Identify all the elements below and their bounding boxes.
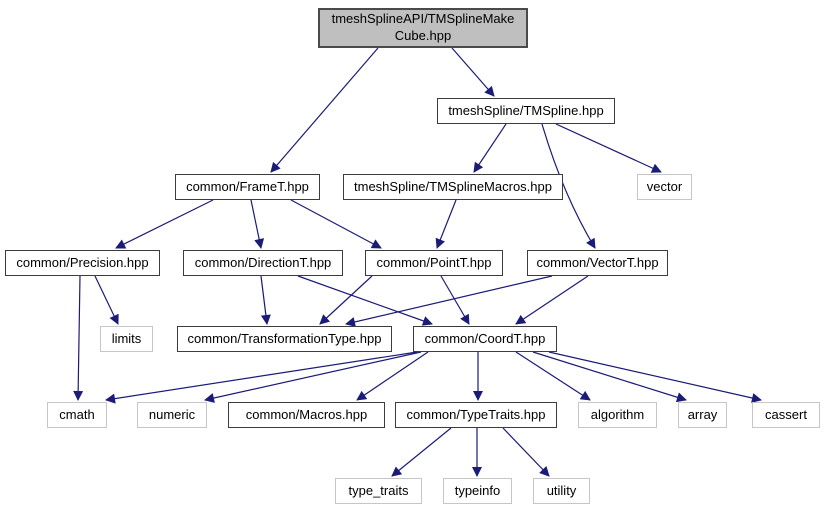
- edge-framet-directiont: [250, 199, 265, 249]
- edge-coordt-cassert: [548, 351, 762, 403]
- node-pointt[interactable]: common/PointT.hpp: [365, 250, 503, 276]
- node-utility: utility: [533, 478, 590, 504]
- edge-precision-cmath: [73, 275, 84, 401]
- node-cmath: cmath: [47, 402, 107, 428]
- node-typetraits[interactable]: common/TypeTraits.hpp: [395, 402, 557, 428]
- node-limits: limits: [100, 326, 153, 352]
- edge-tmspline-tmsplinemacros: [473, 123, 507, 173]
- node-framet[interactable]: common/FrameT.hpp: [175, 174, 320, 200]
- node-tmsplinemacros[interactable]: tmeshSpline/TMSplineMacros.hpp: [343, 174, 563, 200]
- edge-pointt-coordt: [440, 275, 470, 325]
- edge-makecube-framet: [270, 47, 379, 173]
- edge-typetraits-utility: [502, 427, 550, 477]
- node-type_traits: type_traits: [335, 478, 422, 504]
- edge-typetraits-type_traits: [391, 427, 452, 477]
- edge-precision-limits: [94, 275, 119, 325]
- node-vectort[interactable]: common/VectorT.hpp: [527, 250, 668, 276]
- node-makecube: tmeshSplineAPI/TMSplineMake Cube.hpp: [318, 8, 528, 48]
- edge-vectort-transformationtype: [345, 275, 553, 327]
- node-transformationtype[interactable]: common/TransformationType.hpp: [177, 326, 392, 352]
- edge-framet-precision: [115, 199, 214, 249]
- edge-pointt-transformationtype: [319, 275, 373, 325]
- edge-coordt-array: [532, 351, 687, 403]
- node-macros[interactable]: common/Macros.hpp: [228, 402, 385, 428]
- edge-coordt-macros: [356, 351, 429, 401]
- node-precision[interactable]: common/Precision.hpp: [5, 250, 160, 276]
- edge-tmspline-vector: [555, 123, 662, 173]
- edge-vectort-coordt: [515, 275, 589, 325]
- edge-makecube-tmspline: [451, 47, 495, 97]
- node-directiont[interactable]: common/DirectionT.hpp: [183, 250, 343, 276]
- node-numeric: numeric: [137, 402, 207, 428]
- edge-coordt-numeric: [204, 351, 422, 403]
- node-cassert: cassert: [752, 402, 820, 428]
- node-tmspline[interactable]: tmeshSpline/TMSpline.hpp: [437, 98, 615, 124]
- edge-directiont-transformationtype: [260, 275, 271, 325]
- node-typeinfo: typeinfo: [443, 478, 512, 504]
- edge-coordt-algorithm: [515, 351, 591, 401]
- edge-coordt-cmath: [105, 351, 418, 404]
- node-array: array: [678, 402, 727, 428]
- node-algorithm: algorithm: [578, 402, 657, 428]
- edge-framet-pointt: [290, 199, 382, 249]
- node-vector: vector: [637, 174, 692, 200]
- node-coordt[interactable]: common/CoordT.hpp: [413, 326, 557, 352]
- edge-tmspline-vectort: [541, 123, 596, 249]
- edge-tmsplinemacros-pointt: [435, 199, 457, 249]
- edge-directiont-coordt: [297, 275, 433, 326]
